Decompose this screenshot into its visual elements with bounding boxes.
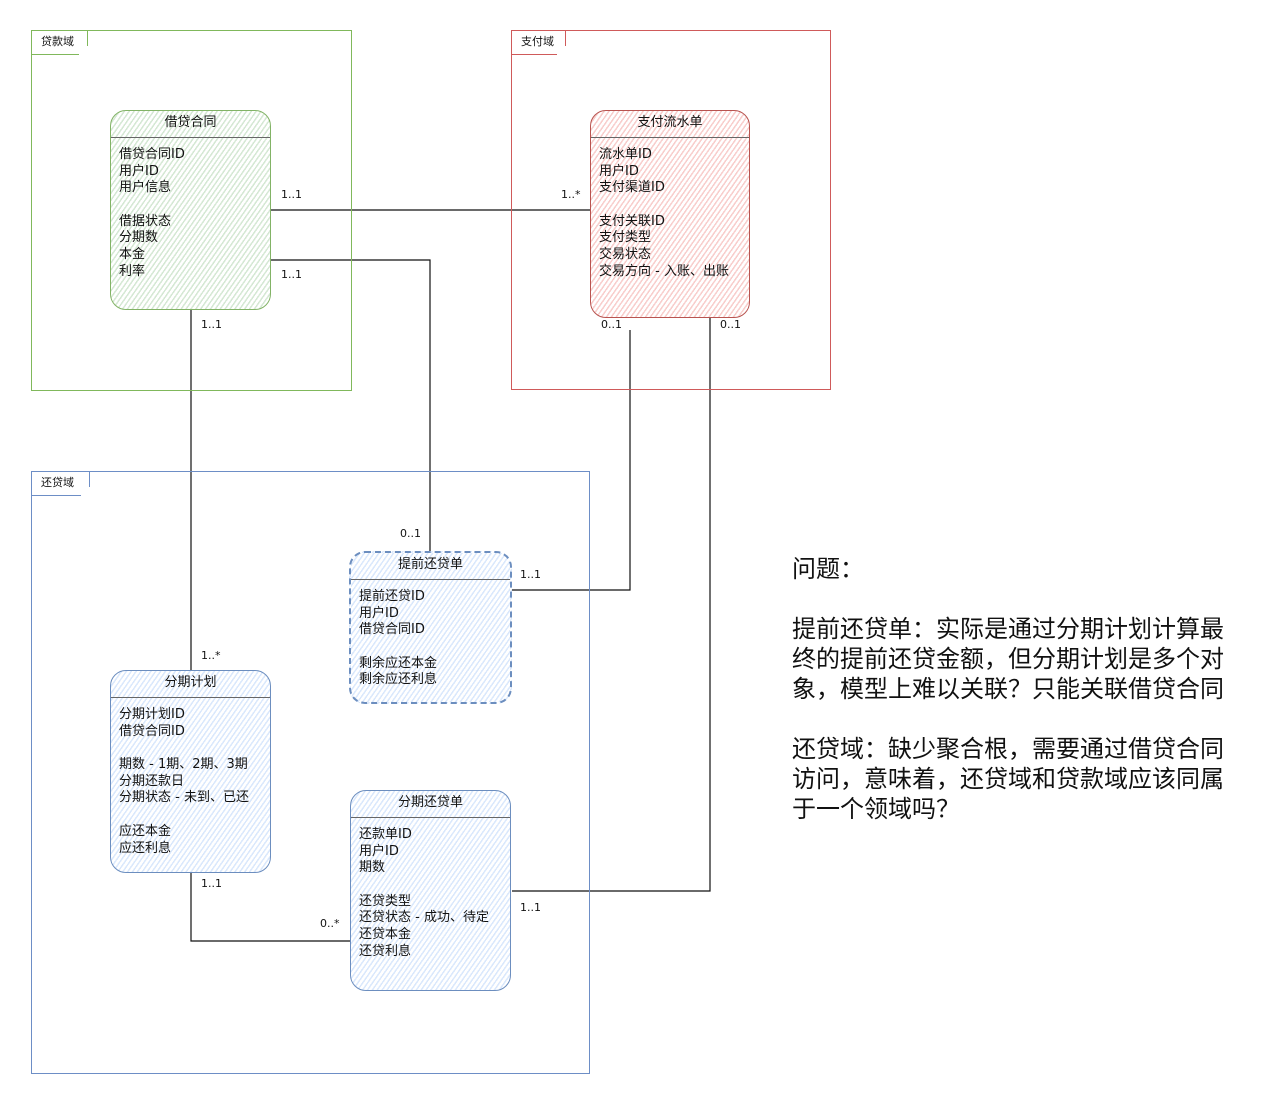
entity-title: 借贷合同: [111, 111, 270, 138]
entity-title: 分期计划: [111, 671, 270, 698]
field-spacer: [119, 197, 262, 214]
entity-field: 分期状态 - 未到、已还: [119, 790, 249, 806]
entity-field: 支付关联ID: [599, 213, 665, 229]
entity-field: 流水单ID: [599, 147, 652, 162]
entity-field: 还贷状态 - 成功、待定: [359, 910, 489, 926]
entity-field: 本金: [119, 246, 146, 262]
entity-field: 还贷本金: [359, 926, 412, 942]
entity-field: 支付渠道ID: [599, 180, 665, 196]
multiplicity-label: 1..*: [561, 188, 581, 201]
entity-field: 期数: [359, 860, 386, 876]
link-contract-prepayment: [271, 259, 431, 551]
link-plan-repayment: [190, 873, 350, 942]
field-spacer: [359, 639, 502, 656]
entity-field: 还贷类型: [359, 893, 412, 909]
entity-field: 借贷合同ID: [119, 147, 185, 162]
notes-heading: 问题：: [792, 555, 864, 583]
entity-field: 还款单ID: [359, 827, 412, 842]
entity-field: 分期还款日: [119, 773, 185, 789]
loan-domain-frame: 贷款域: [31, 30, 352, 391]
entity-field: 分期计划ID: [119, 707, 185, 722]
multiplicity-label: 1..*: [201, 649, 221, 662]
entity-field: 利率: [119, 263, 146, 279]
entity-title: 分期还贷单: [351, 791, 510, 818]
multiplicity-label: 1..1: [281, 188, 302, 201]
entity-field: 借据状态: [119, 213, 172, 229]
entity-field: 用户ID: [359, 605, 399, 621]
multiplicity-label: 1..1: [201, 877, 222, 890]
entity-field: 用户信息: [119, 180, 172, 196]
notes-panel: 问题： 提前还贷单：实际是通过分期计划计算最终的提前还贷金额，但分期计划是多个对…: [792, 554, 1232, 854]
multiplicity-label: 0..*: [320, 917, 340, 930]
entity-field: 应还利息: [119, 840, 172, 856]
entity-field: 支付类型: [599, 230, 652, 246]
multiplicity-label: 0..1: [601, 318, 622, 331]
multiplicity-label: 1..1: [520, 901, 541, 914]
field-spacer: [599, 197, 741, 214]
repayment-domain-label: 还贷域: [32, 472, 90, 496]
multiplicity-label: 0..1: [400, 527, 421, 540]
field-spacer: [119, 740, 262, 757]
entity-field: 剩余应还本金: [359, 655, 438, 671]
link-prepayment-payment: [512, 330, 631, 591]
field-spacer: [359, 877, 502, 894]
entity-field: 期数 - 1期、2期、3期: [119, 757, 248, 773]
entity-field: 交易方向 - 入账、出账: [599, 263, 729, 279]
entity-title: 支付流水单: [591, 111, 749, 138]
entity-field: 提前还贷ID: [359, 589, 425, 604]
loan-domain-label: 贷款域: [32, 31, 88, 55]
multiplicity-label: 0..1: [720, 318, 741, 331]
entity-field: 分期数: [119, 230, 159, 246]
link-repayment-payment: [512, 318, 711, 892]
entity-title: 提前还贷单: [351, 553, 510, 580]
payment-domain-label: 支付域: [512, 31, 566, 55]
entity-field: 交易状态: [599, 246, 652, 262]
multiplicity-label: 1..1: [281, 268, 302, 281]
notes-prepayment-question: 提前还贷单：实际是通过分期计划计算最终的提前还贷金额，但分期计划是多个对象，模型…: [792, 615, 1224, 703]
notes-repayment-domain-question: 还贷域：缺少聚合根，需要通过借贷合同访问，意味着，还贷域和贷款域应该同属于一个领…: [792, 735, 1224, 823]
entity-field: 剩余应还利息: [359, 672, 438, 688]
entity-field: 应还本金: [119, 823, 172, 839]
entity-field: 用户ID: [359, 843, 399, 859]
multiplicity-label: 1..1: [520, 568, 541, 581]
entity-field: 借贷合同ID: [119, 723, 185, 739]
entity-field: 用户ID: [599, 163, 639, 179]
entity-field: 还贷利息: [359, 943, 412, 959]
entity-field: 用户ID: [119, 163, 159, 179]
field-spacer: [119, 807, 262, 824]
entity-field: 借贷合同ID: [359, 622, 425, 638]
payment-domain-frame: 支付域: [511, 30, 831, 390]
multiplicity-label: 1..1: [201, 318, 222, 331]
repayment-domain-frame: 还贷域: [31, 471, 590, 1074]
